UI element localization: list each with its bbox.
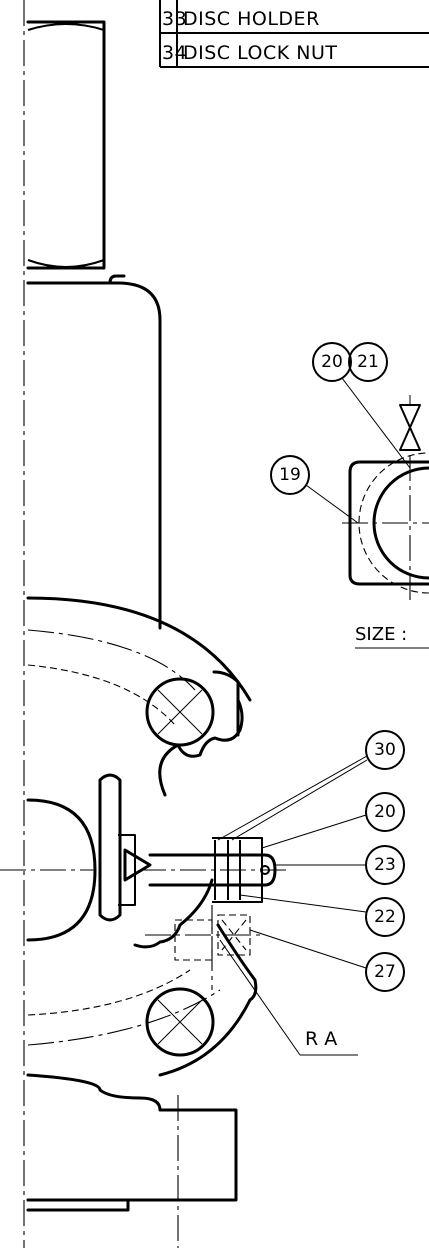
base-outline [26,1073,238,1202]
balloon-circle [365,730,405,770]
leader-line [239,894,367,913]
flange-outer-arc-top [26,596,252,702]
valve-stem [26,20,126,285]
balloon-21-top: 21 [348,342,388,382]
balloon-20: 20 [365,792,405,832]
balloon-circle [365,792,405,832]
base-foot [26,1198,130,1212]
bom-description: DISC HOLDER [183,8,320,30]
weld-symbol [399,404,421,451]
balloon-number: 22 [374,907,396,927]
balloon-number: 30 [374,740,396,760]
section-callout: R A [219,939,358,1056]
bolt-hole-circle [145,987,215,1057]
bom-grid [159,0,429,68]
balloon-circle [312,342,352,382]
bom-item-number: 34 [162,42,187,64]
leader-line [341,377,411,469]
break-line-right [216,923,258,1002]
balloon-20-top: 20 [312,342,352,382]
balloon-30: 30 [365,730,405,770]
hidden-fitting-nut [217,914,251,956]
detail-view: SIZE : [342,395,429,649]
hidden-fitting [145,905,260,990]
hidden-fitting-cross [221,919,247,951]
bolt-hole-cross [157,999,203,1045]
flange-boss [212,670,240,737]
leader-line [305,484,359,524]
balloon-22: 22 [365,897,405,937]
break-line-upper [158,698,244,797]
bom-description: DISC LOCK NUT [183,42,337,64]
balloon-23: 23 [365,845,405,885]
balloon-number: 23 [374,855,396,875]
break-line-lower [133,878,214,949]
flange-outer-arc-bottom [158,998,252,1077]
stem-bottom-curve [27,259,105,268]
balloon-number: 20 [321,352,343,372]
leader-line [217,755,368,841]
balloon-circle [270,455,310,495]
stem-top-curve [27,23,105,31]
disc-section [98,773,122,922]
bom-item-number: 33 [162,8,187,30]
balloon-number: 19 [279,465,301,485]
balloon-number: 27 [374,962,396,982]
valve-body [26,281,258,1077]
section-label: R A [305,1028,337,1050]
balloon-circle [348,342,388,382]
callout-leader [219,939,301,1056]
balloon-number: 21 [357,352,379,372]
bolt-hole-bottom [145,987,215,1057]
bolt-hole-top [145,677,215,747]
stem-body [26,20,106,270]
leader-line [261,814,367,849]
hidden-arc [27,664,176,726]
hidden-arc [27,969,191,1016]
leader-line [249,929,367,969]
set-screw-assembly [140,837,290,903]
leader-line [231,759,368,841]
screw-tip [123,848,152,882]
body-outline-upper [26,281,162,630]
bolt-hole-circle [145,677,215,747]
balloon-27: 27 [365,952,405,992]
disc-holder [118,834,136,906]
valve-base [26,1073,238,1248]
balloon-19: 19 [270,455,310,495]
bolt-hole-cross [157,689,203,735]
size-label: SIZE : [355,624,407,645]
balloon-circle [365,897,405,937]
balloon-number: 20 [374,802,396,822]
balloon-circle [365,952,405,992]
bolt-circle-arc [27,989,221,1046]
bom-table: 33 DISC HOLDER 34 DISC LOCK NUT [159,0,429,68]
